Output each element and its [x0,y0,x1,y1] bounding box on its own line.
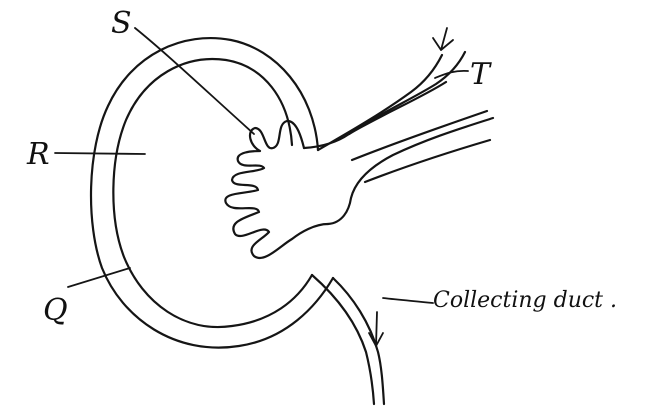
label-t: T [470,57,492,92]
label-q: Q [43,293,68,328]
capsule-outer-wall [91,38,333,348]
tube-t-wall-a [318,55,442,150]
arrow-in-icon [433,28,453,50]
leader-line-r [55,153,145,154]
leader-line-q [68,268,130,287]
leader-line-t [435,71,468,78]
label-s: S [111,6,132,41]
label-r: R [26,137,50,172]
arrow-out-icon [369,312,383,346]
leader-line-collecting-duct [383,298,433,303]
vessel-lower-edge [328,118,493,224]
glomerulus-loops [225,121,328,258]
label-collecting-duct: Collecting duct . [433,288,617,313]
capsule-inner-wall [113,59,312,327]
